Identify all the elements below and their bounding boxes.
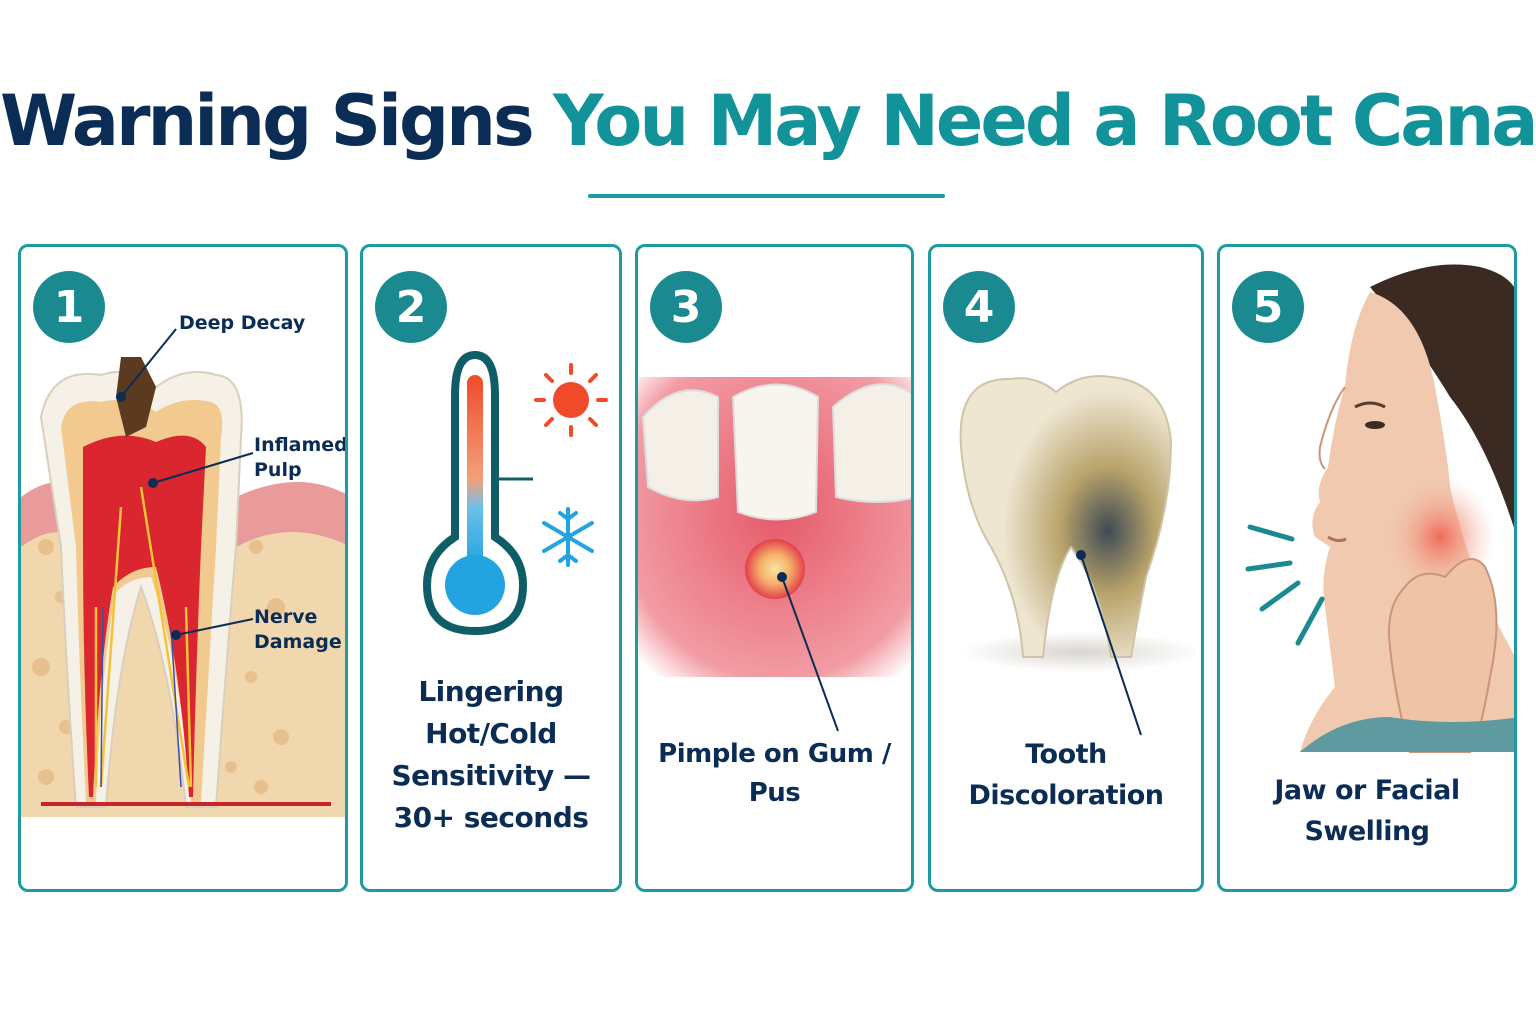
card-deep-decay: 1 Deep Decay Inflamed Pulp Nerve Damage [18, 244, 348, 892]
tooth-cross-section-icon [21, 328, 345, 817]
discolored-tooth-icon [959, 375, 1201, 736]
card-hot-cold-sensitivity: 2 Lingering [360, 244, 622, 892]
card-pimple-on-gum: 3 Pimple on Gum / Pus [635, 244, 914, 892]
label-inflamed-pulp-2: Pulp [254, 459, 302, 481]
label-nerve-damage-2: Damage [254, 631, 342, 653]
caption-line-2: Hot/Cold [425, 717, 557, 750]
caption-line-1: Lingering [418, 675, 564, 708]
label-deep-decay: Deep Decay [179, 312, 306, 334]
facial-swelling-icon [1245, 264, 1514, 753]
gum-abscess-icon [638, 377, 911, 732]
caption-discoloration: Tooth Discoloration [931, 735, 1201, 816]
thermometer-icon [422, 350, 533, 636]
label-inflamed-pulp-1: Inflamed [254, 434, 348, 456]
badge-number-5: 5 [1232, 271, 1304, 343]
card-tooth-discoloration: 4 Tooth Discoloration [928, 244, 1204, 892]
badge-number-4: 4 [943, 271, 1015, 343]
label-nerve-damage-1: Nerve [254, 606, 318, 628]
card-facial-swelling: 5 Jaw or Facial Swelling [1217, 244, 1517, 892]
sun-icon [534, 363, 608, 437]
title-part-2: You May Need a Root Canal [553, 80, 1536, 162]
title-part-1: Warning Signs [0, 80, 535, 162]
caption-line-2: Swelling [1304, 815, 1430, 847]
caption-swelling: Jaw or Facial Swelling [1220, 771, 1514, 852]
caption-sensitivity: Lingering Hot/Cold Sensitivity — 30+ sec… [363, 671, 619, 839]
caption-line-4: 30+ seconds [393, 801, 589, 834]
caption-line-3: Sensitivity — [391, 759, 591, 792]
title-underline [588, 194, 945, 198]
badge-number-2: 2 [375, 271, 447, 343]
caption-line-1: Jaw or Facial [1274, 775, 1460, 806]
caption-line-1: Tooth [1025, 739, 1107, 770]
page-title: Warning Signs You May Need a Root Canal [0, 86, 1536, 156]
caption-line-2: Pus [748, 778, 801, 808]
caption-line-1: Pimple on Gum / [658, 739, 891, 769]
badge-number-1: 1 [33, 271, 105, 343]
badge-number-3: 3 [650, 271, 722, 343]
caption-pimple: Pimple on Gum / Pus [638, 735, 911, 813]
snowflake-icon [542, 507, 594, 567]
caption-line-2: Discoloration [968, 779, 1164, 811]
